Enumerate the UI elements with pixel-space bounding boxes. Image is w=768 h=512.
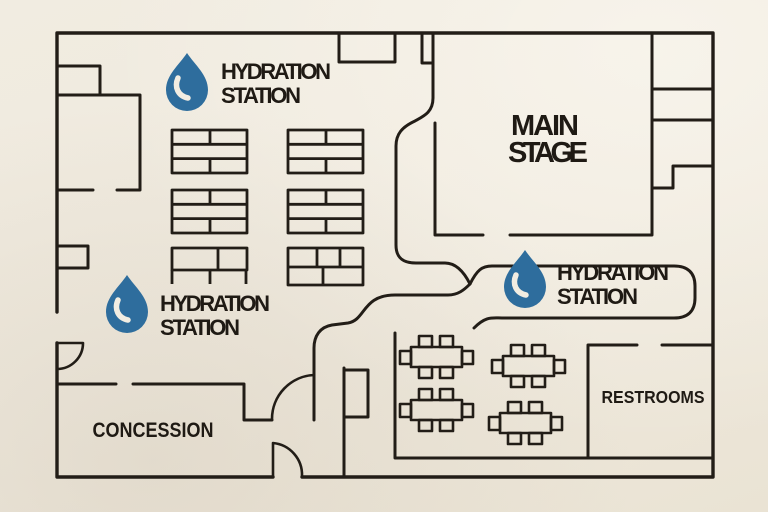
left-alcove bbox=[55, 244, 90, 270]
dining-tables bbox=[398, 334, 567, 446]
vendor-stall bbox=[170, 188, 249, 235]
outer-wall bbox=[55, 31, 715, 479]
corridor-wall-bubble bbox=[312, 264, 697, 422]
dining-table bbox=[490, 343, 567, 389]
concession-label: CONCESSION bbox=[93, 419, 214, 442]
hydration-station-3-label: HYDRATION STATION bbox=[557, 260, 673, 309]
concession-walls bbox=[55, 382, 274, 422]
left-wall-door bbox=[55, 341, 85, 371]
vendor-stall bbox=[286, 246, 365, 287]
storage-room-walls bbox=[55, 64, 142, 192]
hydration-station-2-label: HYDRATION STATION bbox=[160, 291, 274, 340]
east-rooms-walls bbox=[650, 87, 715, 190]
main-stage-walls bbox=[433, 31, 654, 237]
hydration-station-1-label: HYDRATION STATION bbox=[221, 59, 335, 108]
corridor-door bbox=[270, 373, 316, 421]
vendor-stall bbox=[170, 128, 249, 175]
entrance-closet bbox=[337, 31, 397, 64]
vendor-stalls bbox=[170, 128, 365, 287]
dining-table bbox=[398, 387, 475, 433]
water-drop-icon bbox=[106, 275, 148, 333]
vendor-stall bbox=[286, 128, 365, 175]
main-stage-label: MAIN STAGE bbox=[508, 110, 588, 169]
building-walls bbox=[55, 31, 715, 479]
restrooms-label: RESTROOMS bbox=[602, 387, 705, 407]
interior-walls bbox=[55, 31, 715, 479]
corridor-wall-north bbox=[394, 31, 472, 286]
water-drop-icon bbox=[166, 53, 208, 111]
vendor-stall bbox=[170, 246, 249, 284]
dining-table bbox=[398, 334, 475, 380]
water-drop-icon bbox=[504, 250, 546, 308]
south-exit-door bbox=[271, 441, 304, 478]
vendor-stall bbox=[286, 188, 365, 235]
entrance-pillar bbox=[420, 31, 435, 65]
dining-table bbox=[487, 400, 564, 446]
dining-restroom-walls bbox=[342, 331, 715, 479]
door-swings bbox=[55, 341, 316, 478]
